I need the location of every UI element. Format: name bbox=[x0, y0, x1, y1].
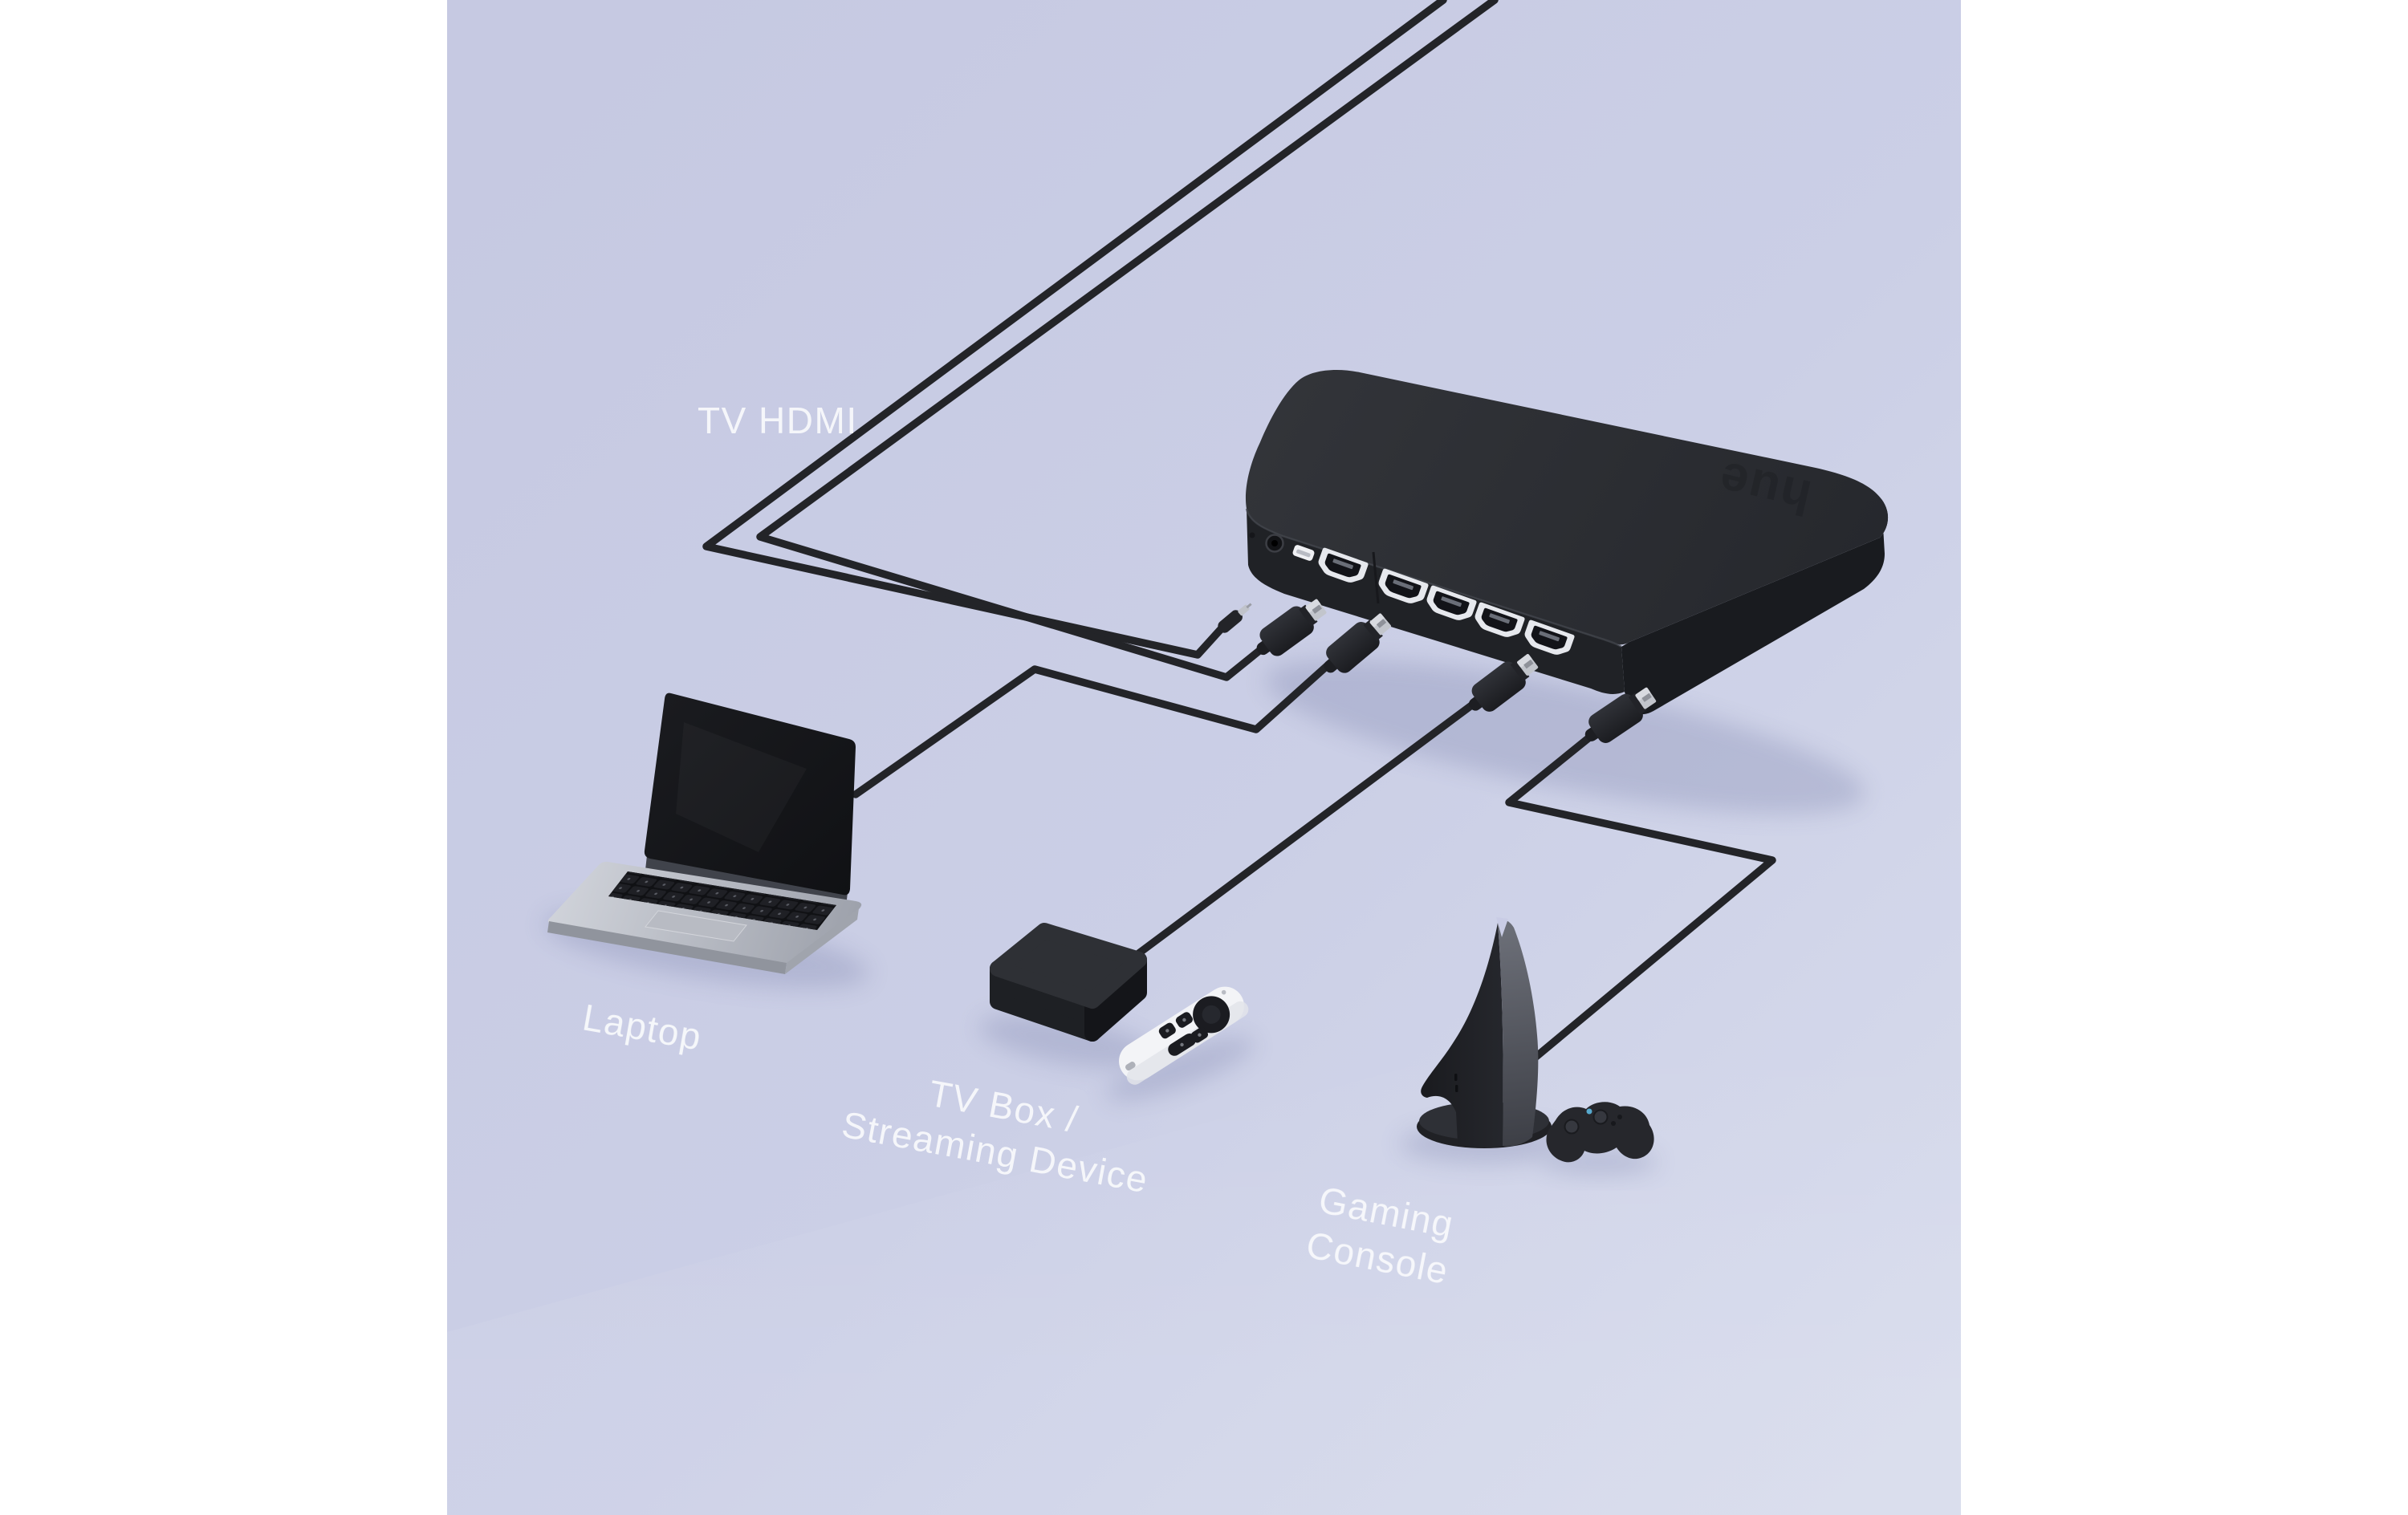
reset-pinhole bbox=[1249, 532, 1255, 538]
laptop-trackpad bbox=[645, 910, 747, 942]
laptop-illustration bbox=[547, 693, 862, 974]
controller-stick-right bbox=[1592, 1109, 1609, 1125]
label-tv-hdmi: TV HDMI bbox=[698, 400, 858, 441]
tv-box-cable bbox=[1126, 695, 1484, 964]
tv-box-top-face bbox=[990, 923, 1147, 1009]
sync-box-front-edge-highlight bbox=[1245, 508, 1622, 648]
laptop-cable bbox=[852, 656, 1338, 798]
console-buttons bbox=[1454, 1074, 1458, 1092]
controller-illustration bbox=[1546, 1102, 1654, 1163]
remote-illustration bbox=[1119, 986, 1249, 1085]
controller-accent-light bbox=[1586, 1108, 1592, 1115]
cable-plugs bbox=[1218, 592, 1661, 752]
laptop-front-edge bbox=[547, 921, 787, 974]
console-body bbox=[1421, 923, 1503, 1148]
console-cable bbox=[1505, 727, 1776, 1063]
console-side-face bbox=[1498, 920, 1539, 1147]
gaming-console-illustration bbox=[1417, 917, 1552, 1148]
hdmi-sync-box: hue bbox=[1245, 370, 1889, 715]
micro-usb-port bbox=[1292, 545, 1315, 561]
console-tip-notch bbox=[1496, 917, 1508, 937]
floor-light-band bbox=[447, 915, 1961, 1515]
controller-body bbox=[1546, 1102, 1654, 1163]
tv-hdmi-cable bbox=[756, 0, 1499, 681]
tv-box-illustration bbox=[990, 923, 1147, 1042]
power-plug bbox=[1218, 603, 1252, 633]
audio-jack-port bbox=[1265, 534, 1284, 553]
sync-box-top-face bbox=[1245, 370, 1889, 645]
remote-charge-port bbox=[1125, 1062, 1136, 1071]
controller-stick-left bbox=[1564, 1119, 1580, 1135]
sync-box-right-face bbox=[1621, 499, 1889, 715]
cables bbox=[702, 0, 1776, 1063]
laptop-screen bbox=[644, 693, 856, 896]
laptop-right-edge bbox=[785, 908, 859, 974]
tv-power-cable bbox=[702, 0, 1447, 659]
front-panel-seam bbox=[1372, 551, 1380, 604]
